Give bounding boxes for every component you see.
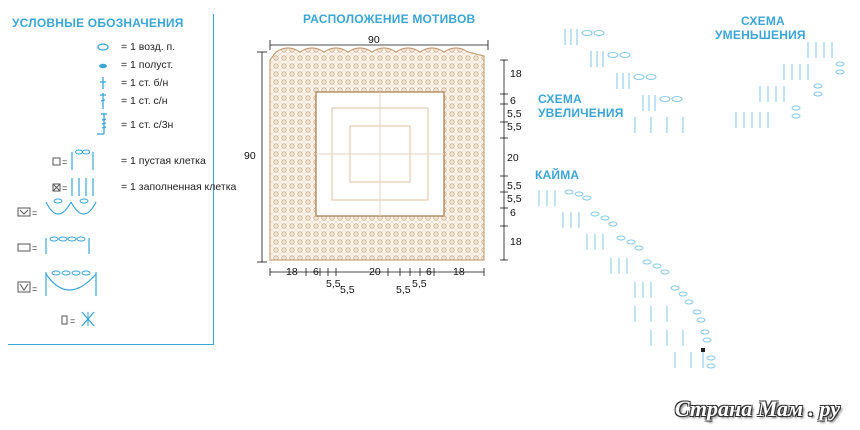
bottom-dim-3: 6 xyxy=(426,266,432,278)
decrease-chart xyxy=(735,42,845,128)
legend-label: = 1 возд. п. xyxy=(121,41,176,53)
layout-title: РАСПОЛОЖЕНИЕ МОТИВОВ xyxy=(303,12,476,26)
right-dim-7: 6 xyxy=(510,207,516,219)
triple-crochet-icon xyxy=(97,113,107,135)
legend-label: = 1 полуст. xyxy=(121,59,174,71)
legend-item-open-mesh: = = 1 пустая клетка xyxy=(8,149,213,170)
decrease-title-line2: УМЕНЬШЕНИЯ xyxy=(715,28,806,42)
right-dim-0: 18 xyxy=(510,68,522,80)
increase-chart xyxy=(564,29,684,133)
right-dim-3: 5,5 xyxy=(507,121,522,133)
decrease-title-line1: СХЕМА xyxy=(741,14,785,28)
legend-label: = 1 ст. с/н xyxy=(121,95,168,107)
cross-symbol: = xyxy=(61,311,95,326)
legend-label: = 1 заполненная клетка xyxy=(121,181,237,193)
legend-panel: = 1 возд. п. = 1 полуст. = 1 ст. б/н = 1… xyxy=(8,14,236,345)
right-dim-2: 5,5 xyxy=(507,108,522,120)
right-dim-5: 5,5 xyxy=(507,180,522,192)
svg-text:=: = xyxy=(32,243,37,253)
svg-text:=: = xyxy=(32,208,37,218)
slip-stitch-icon xyxy=(99,63,107,69)
increase-title: СХЕМА УВЕЛИЧЕНИЯ xyxy=(538,92,624,120)
double-crochet-icon xyxy=(100,93,106,109)
legend-label: = 1 пустая клетка xyxy=(121,155,206,167)
legend-item-trc: = 1 ст. с/3н xyxy=(8,113,213,135)
svg-text:=: = xyxy=(62,157,67,167)
height-label: 90 xyxy=(244,150,256,162)
decrease-title: СХЕМА УМЕНЬШЕНИЯ xyxy=(715,14,806,42)
legend-label: = 1 ст. с/3н xyxy=(121,119,174,131)
border-title: КАЙМА xyxy=(535,168,580,182)
right-dim-8: 18 xyxy=(510,236,522,248)
right-dim-4: 20 xyxy=(507,152,519,164)
bottom-small-right-0: 5,5 xyxy=(396,284,411,296)
width-label: 90 xyxy=(368,34,380,46)
marker-icon xyxy=(701,348,705,352)
motif-layout-diagram xyxy=(257,40,508,276)
single-crochet-icon xyxy=(100,77,106,89)
legend-item-slip: = 1 полуст. xyxy=(8,58,213,74)
watermark: Страна Мам . ру xyxy=(674,396,840,421)
v-mesh-symbol: = xyxy=(17,198,97,218)
bottom-dim-2: 20 xyxy=(369,266,381,278)
increase-title-line1: СХЕМА xyxy=(538,92,582,106)
legend-item-dc: = 1 ст. с/н xyxy=(8,93,213,110)
chain-stitch-icon xyxy=(97,43,109,51)
bottom-dim-0: 18 xyxy=(286,266,298,278)
svg-text:=: = xyxy=(32,284,37,294)
bottom-small-left-1: 5,5 xyxy=(340,284,355,296)
right-dim-1: 6 xyxy=(510,95,516,107)
legend-item-sc: = 1 ст. б/н xyxy=(8,76,213,92)
svg-text:=: = xyxy=(70,316,75,326)
border-chart xyxy=(525,180,740,395)
bottom-dim-4: 18 xyxy=(453,266,465,278)
svg-text:=: = xyxy=(62,183,67,193)
open-mesh-icon: = xyxy=(52,149,94,170)
filled-mesh-icon: = xyxy=(52,178,94,196)
bar-symbol: = xyxy=(17,236,90,254)
bottom-small-left-0: 5,5 xyxy=(326,278,341,290)
right-dim-6: 5,5 xyxy=(507,193,522,205)
legend-item-filled-mesh: = = 1 заполненная клетка xyxy=(8,178,236,196)
legend-label: = 1 ст. б/н xyxy=(121,77,169,89)
bottom-dim-1: 6 xyxy=(313,266,319,278)
bottom-small-right-1: 5,5 xyxy=(412,278,427,290)
legend-item-chain: = 1 возд. п. xyxy=(8,40,213,56)
increase-title-line2: УВЕЛИЧЕНИЯ xyxy=(538,106,624,120)
extra-symbols: = = = xyxy=(17,198,97,326)
legend-title: УСЛОВНЫЕ ОБОЗНАЧЕНИЯ xyxy=(12,16,184,30)
lacet-symbol: = xyxy=(17,270,97,296)
